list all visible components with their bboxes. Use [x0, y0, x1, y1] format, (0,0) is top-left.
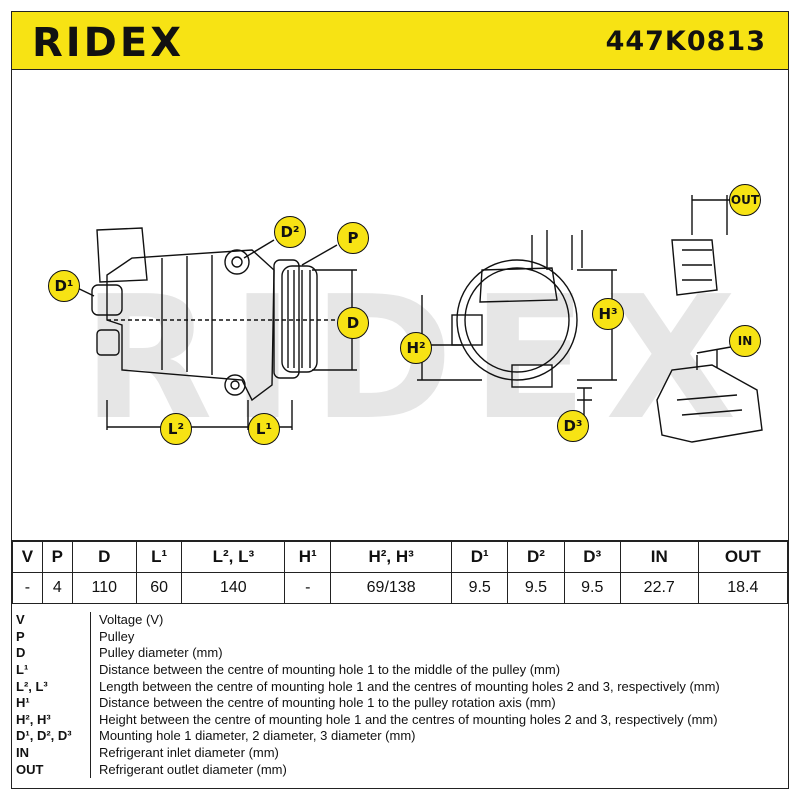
callout-in: IN	[729, 325, 761, 357]
legend-row: P Pulley	[12, 628, 788, 646]
callout-l1: L¹	[248, 413, 280, 445]
legend-desc: Mounting hole 1 diameter, 2 diameter, 3 …	[99, 728, 416, 744]
spec-value-cell: 140	[181, 572, 286, 604]
spec-header-cell: H¹	[284, 540, 332, 573]
legend-key: L², L³	[12, 678, 91, 695]
spec-header-cell: V	[12, 540, 43, 573]
legend-desc: Pulley diameter (mm)	[99, 645, 223, 661]
legend-desc: Distance between the centre of mounting …	[99, 662, 561, 678]
legend-row: H², H³ Height between the centre of mount…	[12, 711, 788, 729]
legend-desc: Refrigerant inlet diameter (mm)	[99, 745, 279, 761]
callout-d1: D¹	[48, 270, 80, 302]
legend-desc: Length between the centre of mounting ho…	[99, 678, 720, 694]
callout-h3: H³	[592, 298, 624, 330]
spec-value-cell: 18.4	[697, 572, 789, 604]
spec-value-cell: 69/138	[330, 572, 453, 604]
callout-d: D	[337, 307, 369, 339]
legend-row: H¹ Distance between the centre of mountin…	[12, 694, 788, 712]
callout-out: OUT	[729, 184, 761, 216]
callout-p: P	[337, 222, 369, 254]
spec-header-cell: IN	[619, 540, 699, 573]
legend-row: L¹ Distance between the centre of mountin…	[12, 661, 788, 679]
part-number: 447K0813	[605, 26, 766, 57]
spec-header-cell: H², H³	[330, 540, 453, 573]
compressor-line-art	[66, 195, 763, 443]
header-bar: RIDEX 447K0813	[12, 12, 788, 70]
callout-d3: D³	[557, 410, 589, 442]
legend-key: V	[12, 612, 91, 629]
legend-table: V Voltage (V) P Pulley D Pulley diameter (m…	[12, 612, 788, 778]
legend-desc: Voltage (V)	[99, 612, 164, 628]
spec-value-cell: 9.5	[563, 572, 621, 604]
callout-l2: L²	[160, 413, 192, 445]
callout-h2: H²	[400, 332, 432, 364]
spec-value-cell: 9.5	[451, 572, 509, 604]
legend-row: D¹, D², D³ Mounting hole 1 diameter, 2 di…	[12, 728, 788, 745]
legend-key: OUT	[12, 761, 91, 778]
legend-row: IN Refrigerant inlet diameter (mm)	[12, 744, 788, 762]
legend-key: H¹	[12, 694, 91, 712]
legend-key: L¹	[12, 661, 91, 679]
legend-key: IN	[12, 744, 91, 762]
legend-desc: Refrigerant outlet diameter (mm)	[99, 761, 287, 777]
spec-value-cell: 4	[41, 572, 73, 604]
spec-header-cell: D²	[507, 540, 565, 573]
legend-key: D	[12, 645, 91, 662]
spec-header-cell: L², L³	[181, 540, 286, 573]
callout-d2: D²	[274, 216, 306, 248]
legend-row: OUT Refrigerant outlet diameter (mm)	[12, 761, 788, 778]
legend-desc: Pulley	[99, 628, 135, 644]
spec-header-cell: L¹	[135, 540, 183, 573]
legend-row: L², L³ Length between the centre of mount…	[12, 678, 788, 695]
spec-header-cell: OUT	[697, 540, 789, 573]
technical-drawing: RIDEX	[12, 70, 788, 540]
legend-key: H², H³	[12, 711, 91, 729]
spec-header-cell: P	[41, 540, 73, 573]
legend-desc: Height between the centre of mounting ho…	[99, 711, 718, 727]
spec-header-row: V P D L¹ L², L³ H¹ H², H³ D¹ D² D³ IN OU…	[12, 540, 789, 573]
spec-value-cell: 110	[71, 572, 137, 604]
spec-value-row: - 4 110 60 140 - 69/138 9.5 9.5 9.5 22.7…	[12, 572, 789, 604]
legend-key: D¹, D², D³	[12, 728, 91, 745]
spec-value-cell: 22.7	[619, 572, 699, 604]
spec-header-cell: D¹	[451, 540, 509, 573]
legend-row: D Pulley diameter (mm)	[12, 645, 788, 662]
legend-desc: Distance between the centre of mounting …	[99, 695, 556, 711]
brand-logo: RIDEX	[32, 20, 185, 66]
spec-header-cell: D	[71, 540, 137, 573]
spec-header-cell: D³	[563, 540, 621, 573]
spec-value-cell: -	[284, 572, 332, 604]
legend-key: P	[12, 628, 91, 646]
spec-value-cell: 60	[135, 572, 183, 604]
spec-value-cell: 9.5	[507, 572, 565, 604]
page-frame	[11, 11, 789, 789]
specification-table: V P D L¹ L², L³ H¹ H², H³ D¹ D² D³ IN OU…	[12, 540, 789, 604]
legend-row: V Voltage (V)	[12, 612, 788, 629]
spec-value-cell: -	[12, 572, 43, 604]
